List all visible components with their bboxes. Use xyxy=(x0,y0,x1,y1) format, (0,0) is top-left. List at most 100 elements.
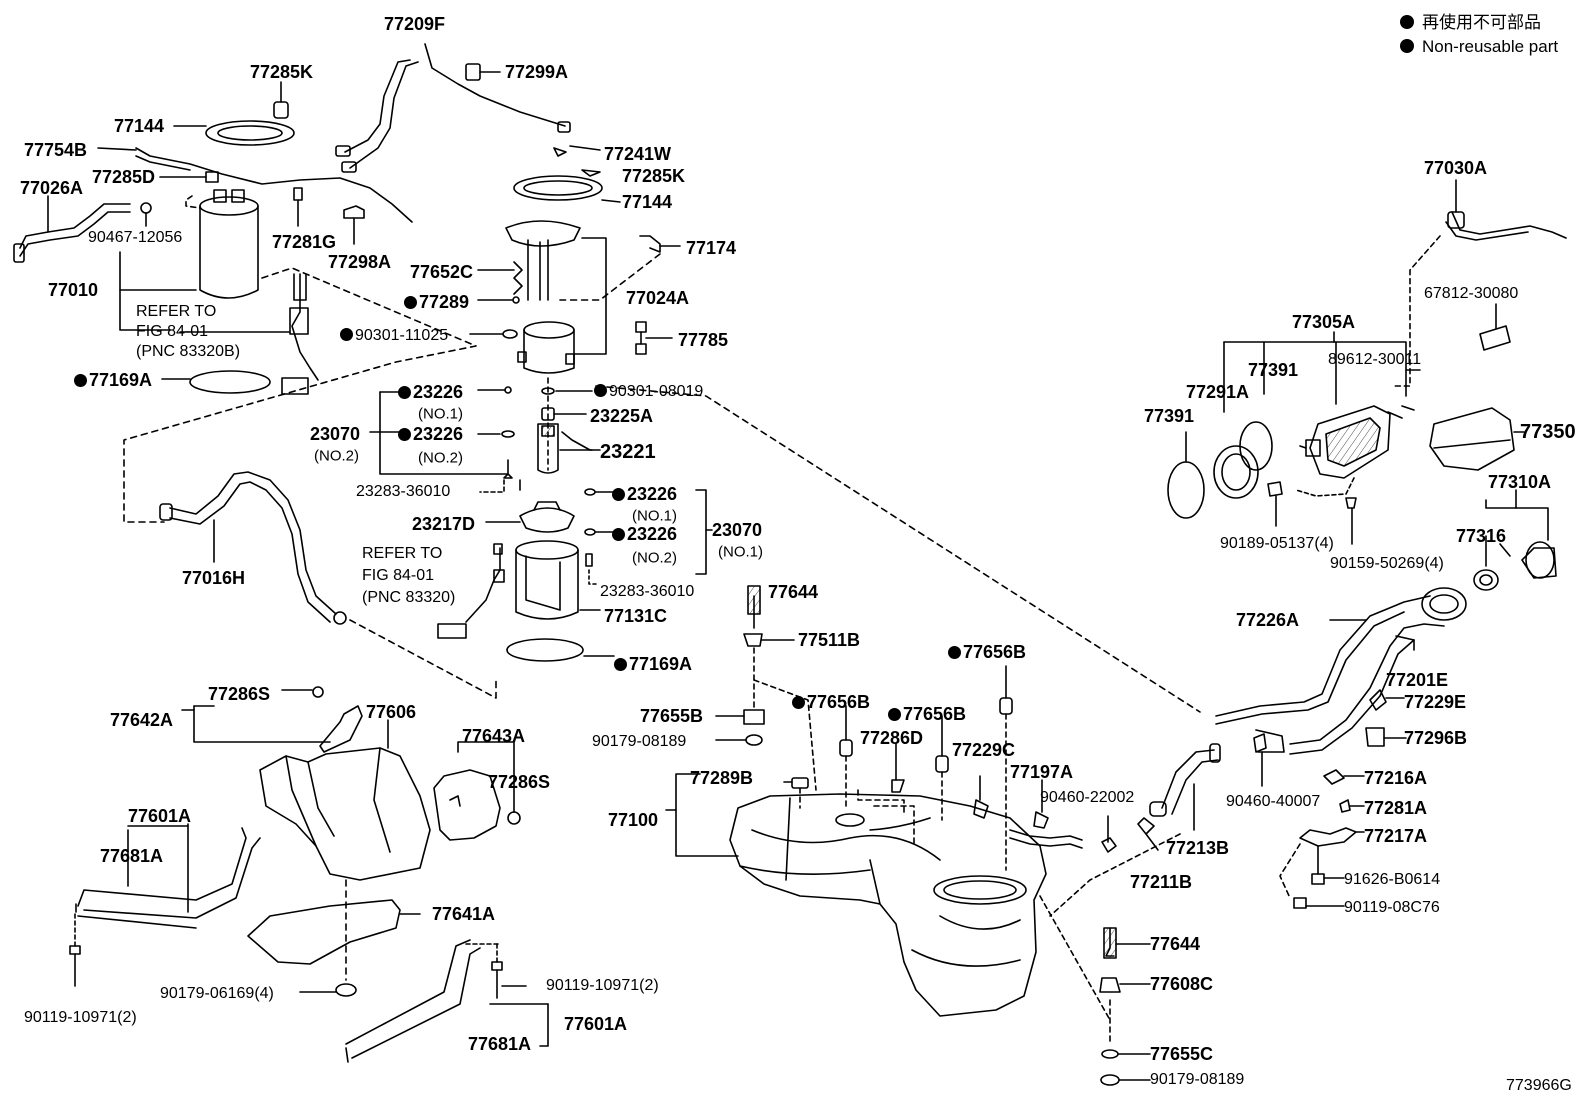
part-label-non-reusable: 23226 xyxy=(398,425,463,443)
part-label-sub: (NO.2) xyxy=(418,449,463,467)
part-label: 77131C xyxy=(604,606,668,626)
part-label: 77298A xyxy=(328,252,392,272)
part-label: 77655B xyxy=(640,706,704,726)
part-label: 23283-36010 xyxy=(356,483,451,500)
bracket-77642A xyxy=(181,686,363,753)
part-label: 23070 xyxy=(712,520,763,540)
part-label: 90460-40007 xyxy=(1226,793,1321,810)
part-label: 77681A xyxy=(100,846,164,866)
part-label: 77213B xyxy=(1166,838,1230,858)
clip-77281G xyxy=(293,187,303,227)
part-label: 77391 xyxy=(1144,406,1195,426)
part-label: 77601A xyxy=(128,806,192,826)
non-reusable-dot-icon xyxy=(1400,15,1414,29)
part-label: 77655C xyxy=(1150,1044,1214,1064)
part-label-sub: (NO.1) xyxy=(718,543,763,561)
legend-en: Non-reusable part xyxy=(1400,38,1558,55)
fuel-lid-77350 xyxy=(1429,407,1525,471)
grommet-77285K-top xyxy=(273,81,289,119)
part-label: 77217A xyxy=(1364,826,1428,846)
part-label-non-reusable: 23226 xyxy=(612,525,677,543)
bands-77601A-bottom xyxy=(345,939,549,1063)
fuel-tank-77100 xyxy=(665,773,1047,1017)
cable-77030A xyxy=(1391,179,1567,387)
part-label: 77024A xyxy=(626,288,690,308)
part-label-non-reusable: 90301-11025 xyxy=(340,328,448,344)
part-label: 77289B xyxy=(690,768,754,788)
part-label: 77030A xyxy=(1424,158,1488,178)
part-label: 77316 xyxy=(1456,526,1507,546)
part-label: 77643A xyxy=(462,726,526,746)
bolt-90119-left xyxy=(69,913,81,987)
part-label: 90119-10971(2) xyxy=(24,1009,137,1026)
part-label: 23070 xyxy=(310,424,361,444)
part-label: 77209F xyxy=(384,14,446,34)
vent-tube-77754B xyxy=(97,147,413,223)
screws-lid xyxy=(1267,405,1415,545)
part-label: 77601A xyxy=(564,1014,628,1034)
figure-code: 773966G xyxy=(1506,1077,1572,1094)
part-label: 77285D xyxy=(92,167,156,187)
part-label: 77241W xyxy=(604,144,672,164)
part-label: 23225A xyxy=(590,406,654,426)
gasket-77169A-left xyxy=(161,370,271,394)
hose-77016H xyxy=(159,471,347,625)
clamp-90460-40007 xyxy=(1253,733,1267,787)
non-reusable-dot-icon xyxy=(1400,39,1414,53)
pump-module xyxy=(469,145,621,374)
sender-left xyxy=(179,273,319,395)
part-label: 77201E xyxy=(1386,670,1449,690)
part-label: 77144 xyxy=(622,192,673,212)
part-label: 77010 xyxy=(48,280,99,300)
gasket-77169A-center xyxy=(506,638,615,662)
part-label: 90189-05137(4) xyxy=(1220,535,1334,552)
clip-77299A xyxy=(465,63,501,81)
part-label: 77211B xyxy=(1130,872,1193,892)
part-label: 23217D xyxy=(412,514,476,534)
legend-jp: 再使用不可部品 xyxy=(1400,14,1541,31)
part-label: 77296B xyxy=(1404,728,1468,748)
part-label: 77229C xyxy=(952,740,1016,760)
part-label: 77299A xyxy=(505,62,569,82)
part-label-non-reusable: 77169A xyxy=(74,371,152,389)
gasket-77144-top xyxy=(173,120,295,146)
part-label: 90159-50269(4) xyxy=(1330,555,1444,572)
bracket-77174 xyxy=(559,235,681,301)
protector-77643A xyxy=(433,741,521,841)
pump-bucket-77131C xyxy=(437,540,601,639)
part-label: 77644 xyxy=(1150,934,1201,954)
part-label: 77644 xyxy=(768,582,819,602)
part-label-non-reusable: 23226 xyxy=(398,383,463,401)
protector-77641A xyxy=(247,879,421,997)
clip-77296B xyxy=(1365,727,1407,747)
part-label-non-reusable: 77656B xyxy=(948,643,1026,661)
refer-note: FIG 84-01 xyxy=(362,567,435,584)
part-label: 90467-12056 xyxy=(88,229,183,246)
bracket-77216A xyxy=(1279,769,1365,909)
bands-77601A-top xyxy=(75,823,261,929)
bolt-90467 xyxy=(140,202,152,227)
part-label: 77174 xyxy=(686,238,737,258)
part-label: 77350 xyxy=(1520,421,1576,443)
part-label-non-reusable: 23226 xyxy=(612,485,677,503)
part-label: 90119-08C76 xyxy=(1344,899,1440,916)
part-label-non-reusable: 77656B xyxy=(792,693,870,711)
part-label-sub: (NO.2) xyxy=(632,549,677,567)
part-label: 23221 xyxy=(600,441,656,463)
hose-77026A xyxy=(13,195,131,263)
clip-77298A xyxy=(343,205,365,245)
part-label: 89612-30011 xyxy=(1328,351,1422,368)
part-label: 77144 xyxy=(114,116,165,136)
part-label: 77310A xyxy=(1488,472,1552,492)
hose-77213B xyxy=(1137,743,1221,851)
refer-note: (PNC 83320B) xyxy=(136,343,241,360)
tank-right-parts xyxy=(1039,833,1181,1086)
refer-note: FIG 84-01 xyxy=(136,323,209,340)
part-label: 90460-22002 xyxy=(1040,789,1135,806)
refer-note: REFER TO xyxy=(362,545,443,562)
part-label-sub: (NO.1) xyxy=(632,507,677,525)
part-label: 77229E xyxy=(1404,692,1467,712)
filler-pipe-77201E xyxy=(1215,587,1467,755)
tank-parts-center xyxy=(715,585,1117,871)
part-label: 77652C xyxy=(410,262,474,282)
